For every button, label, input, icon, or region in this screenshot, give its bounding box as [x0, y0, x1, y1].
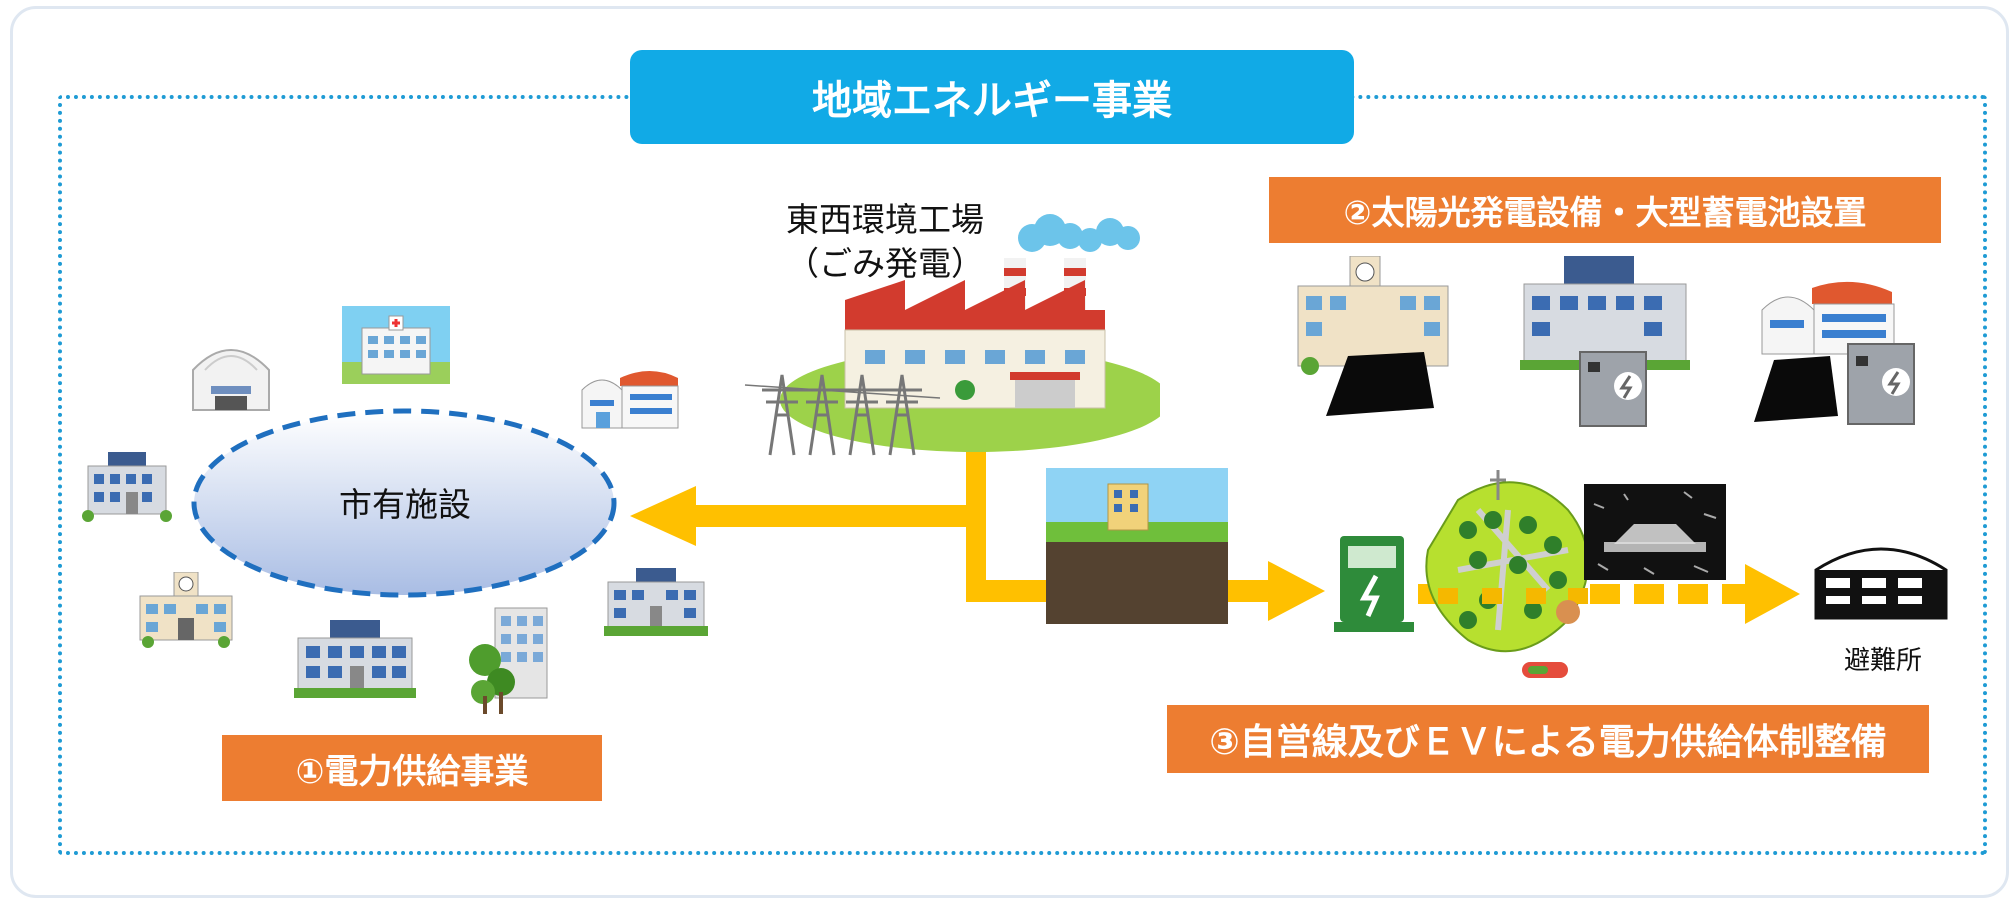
section3-label: ③自営線及びＥＶによる電力供給体制整備 — [1167, 705, 1929, 773]
city-facilities-label: 市有施設 — [339, 485, 471, 524]
hospital-icon — [342, 306, 450, 384]
power-pylon-icon — [744, 374, 941, 456]
office-building-right-icon — [604, 568, 708, 636]
right-arrow-head — [1268, 561, 1325, 621]
school-clocktower-icon — [139, 572, 233, 648]
office-with-battery-icon — [1520, 256, 1690, 427]
factory-name: 東西環境工場 — [786, 200, 984, 239]
solar-panel-icon — [1326, 352, 1434, 416]
tower-building-icon — [469, 607, 548, 714]
ev-charger-icon — [1334, 536, 1414, 632]
school-with-solar-battery-icon — [1754, 281, 1915, 425]
left-arrow-head — [630, 486, 696, 546]
office-building-large-icon — [294, 620, 416, 698]
battery-icon — [1847, 343, 1915, 425]
section1-label: ①電力供給事業 — [222, 735, 602, 801]
smoke-cloud-icon — [1018, 214, 1140, 252]
factory-label: 東西環境工場 （ごみ発電） — [760, 198, 1010, 286]
school-red-roof-icon — [581, 371, 679, 429]
office-building-icon — [82, 452, 172, 522]
left-arrow-shaft — [690, 505, 986, 527]
solar-panel-icon — [1754, 356, 1838, 422]
shelter-label: 避難所 — [1843, 646, 1922, 676]
park-map-icon — [1425, 470, 1589, 678]
warehouse-icon — [192, 349, 270, 411]
page-title: 地域エネルギー事業 — [630, 50, 1354, 144]
school-with-solar-icon — [1297, 256, 1449, 416]
underground-cable-icon — [1046, 468, 1228, 624]
factory-illustration — [744, 214, 1160, 456]
shelter-icon — [1814, 547, 1948, 620]
ev-car-icon — [1584, 484, 1726, 580]
section2-label: ②太陽光発電設備・大型蓄電池設置 — [1269, 177, 1941, 243]
factory-subtitle: （ごみ発電） — [786, 244, 984, 283]
battery-icon — [1579, 351, 1647, 427]
